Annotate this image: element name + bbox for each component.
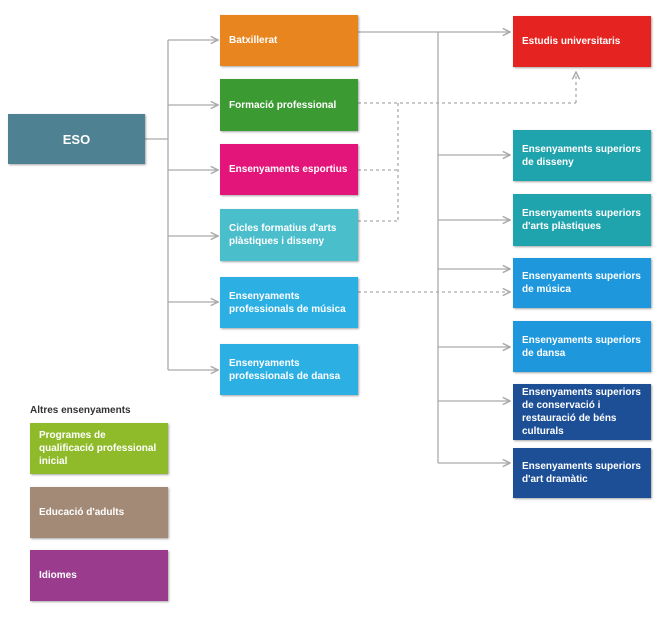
node-professionals-musica-label: Ensenyaments professionals de música <box>229 290 346 315</box>
node-ensenyaments-esportius-label: Ensenyaments esportius <box>229 164 348 175</box>
eso-to-middle-connectors <box>145 40 218 370</box>
node-educacio-adults[interactable]: Educació d'adults <box>30 487 168 538</box>
node-superiors-dansa[interactable]: Ensenyaments superiors de dansa <box>513 321 651 372</box>
node-batxillerat-label: Batxillerat <box>229 35 278 46</box>
node-cicles-arts-plastiques-label: Cicles formatius d'arts plàstiques i dis… <box>229 223 337 247</box>
node-superiors-conservacio-label: Ensenyaments superiors de conservació i … <box>522 387 641 437</box>
node-idiomes[interactable]: Idiomes <box>30 550 168 601</box>
node-professionals-dansa-label: Ensenyaments professionals de dansa <box>229 357 341 382</box>
node-formacio-professional[interactable]: Formació professional <box>220 79 358 131</box>
node-superiors-conservacio[interactable]: Ensenyaments superiors de conservació i … <box>513 384 651 440</box>
node-superiors-musica[interactable]: Ensenyaments superiors de música <box>513 258 651 308</box>
node-eso[interactable]: ESO <box>8 114 145 164</box>
node-superiors-art-dramatic[interactable]: Ensenyaments superiors d'art dramàtic <box>513 448 651 498</box>
node-programes-qualificacio-label: Programes de qualificació professional i… <box>39 430 157 467</box>
node-estudis-universitaris[interactable]: Estudis universitaris <box>513 16 651 67</box>
node-superiors-art-dramatic-label: Ensenyaments superiors d'art dramàtic <box>522 461 641 485</box>
node-superiors-musica-label: Ensenyaments superiors de música <box>522 271 641 295</box>
node-professionals-musica[interactable]: Ensenyaments professionals de música <box>220 277 358 328</box>
node-cicles-arts-plastiques[interactable]: Cicles formatius d'arts plàstiques i dis… <box>220 209 358 261</box>
node-superiors-dansa-label: Ensenyaments superiors de dansa <box>522 334 641 359</box>
node-programes-qualificacio[interactable]: Programes de qualificació professional i… <box>30 423 168 474</box>
node-batxillerat[interactable]: Batxillerat <box>220 15 358 66</box>
node-eso-label: ESO <box>62 131 91 147</box>
batxillerat-to-right-connectors <box>358 32 510 463</box>
node-superiors-disseny[interactable]: Ensenyaments superiors de disseny <box>513 130 651 181</box>
node-idiomes-label: Idiomes <box>39 570 77 581</box>
node-formacio-professional-label: Formació professional <box>229 99 337 111</box>
node-superiors-arts-plastiques[interactable]: Ensenyaments superiors d'arts plàstiques <box>513 194 651 246</box>
dashed-access-connectors <box>358 72 576 292</box>
node-professionals-dansa[interactable]: Ensenyaments professionals de dansa <box>220 344 358 395</box>
node-ensenyaments-esportius[interactable]: Ensenyaments esportius <box>220 144 358 195</box>
node-estudis-universitaris-label: Estudis universitaris <box>522 36 621 47</box>
node-superiors-disseny-label: Ensenyaments superiors de disseny <box>522 143 641 168</box>
other-education-heading: Altres ensenyaments <box>30 405 131 416</box>
node-educacio-adults-label: Educació d'adults <box>39 507 125 518</box>
node-superiors-arts-plastiques-label: Ensenyaments superiors d'arts plàstiques <box>522 208 641 232</box>
